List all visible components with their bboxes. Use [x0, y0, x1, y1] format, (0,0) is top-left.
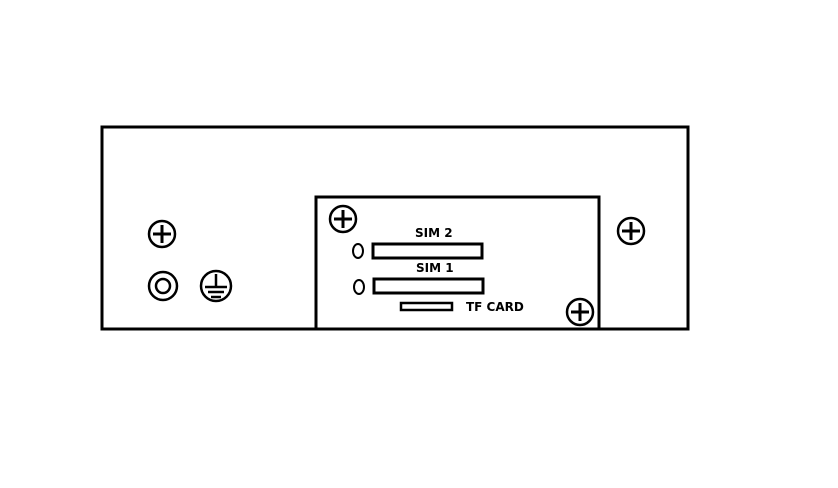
ground-icon — [199, 269, 233, 303]
led-indicator-icon — [353, 279, 365, 295]
dc-power-jack-icon — [147, 270, 179, 302]
sim-cover-plate — [314, 195, 601, 331]
phillips-screw-icon — [147, 219, 177, 249]
led-indicator-icon — [352, 243, 364, 259]
tf-card-slot — [399, 301, 454, 312]
sim2-slot — [371, 242, 484, 260]
phillips-screw-icon — [328, 204, 358, 234]
sim1-label: SIM 1 — [416, 261, 454, 275]
phillips-screw-icon — [616, 216, 646, 246]
phillips-screw-icon — [565, 297, 595, 327]
sim2-label: SIM 2 — [415, 226, 453, 240]
sim1-slot — [372, 277, 485, 295]
tf-card-label: TF CARD — [466, 300, 524, 314]
